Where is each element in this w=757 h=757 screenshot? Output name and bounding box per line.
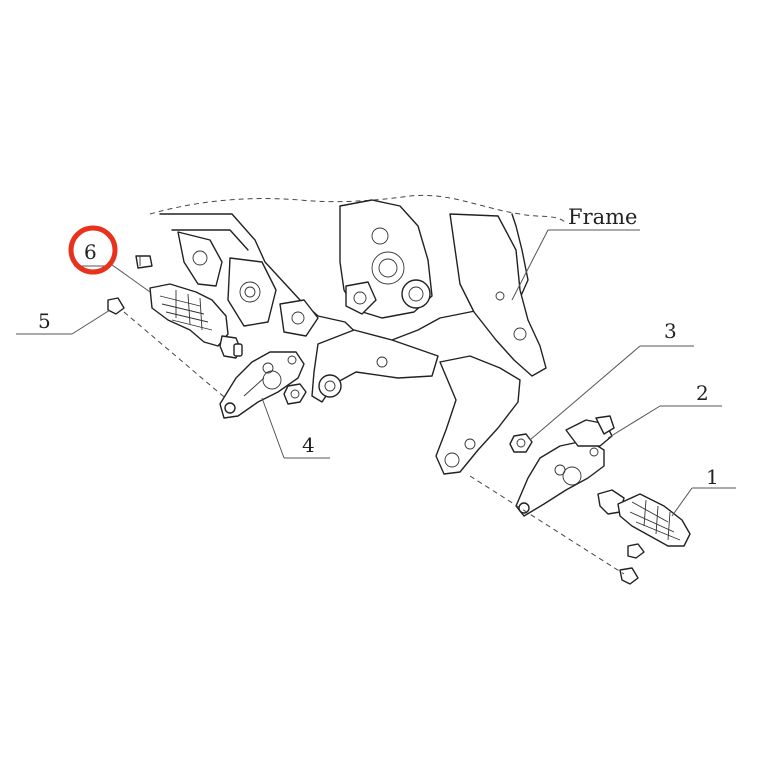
highlight-circle xyxy=(68,225,118,275)
right-footpeg xyxy=(469,475,691,585)
callout-1: 1 xyxy=(671,465,736,517)
frame-label: Frame xyxy=(568,205,637,229)
left-bracket xyxy=(219,351,305,419)
right-nut xyxy=(509,433,533,453)
frame-part xyxy=(149,194,566,475)
right-bracket xyxy=(515,415,615,517)
callout-6-label: 6 xyxy=(84,240,97,264)
left-footpeg xyxy=(149,283,243,359)
frame-callout: Frame xyxy=(511,205,640,301)
left-nut xyxy=(283,383,307,405)
callout-1-label: 1 xyxy=(706,465,719,489)
callout-6: 6 xyxy=(68,225,151,293)
callout-2-label: 2 xyxy=(696,381,709,405)
callout-4: 4 xyxy=(261,397,330,459)
left-bolt xyxy=(107,297,231,403)
callout-4-label: 4 xyxy=(302,433,315,457)
callout-3-label: 3 xyxy=(664,319,677,343)
callout-2: 2 xyxy=(607,381,722,439)
callout-5-label: 5 xyxy=(38,309,51,333)
callout-5: 5 xyxy=(16,309,111,335)
callout-3: 3 xyxy=(529,319,694,441)
left-small-bolt xyxy=(135,255,153,269)
